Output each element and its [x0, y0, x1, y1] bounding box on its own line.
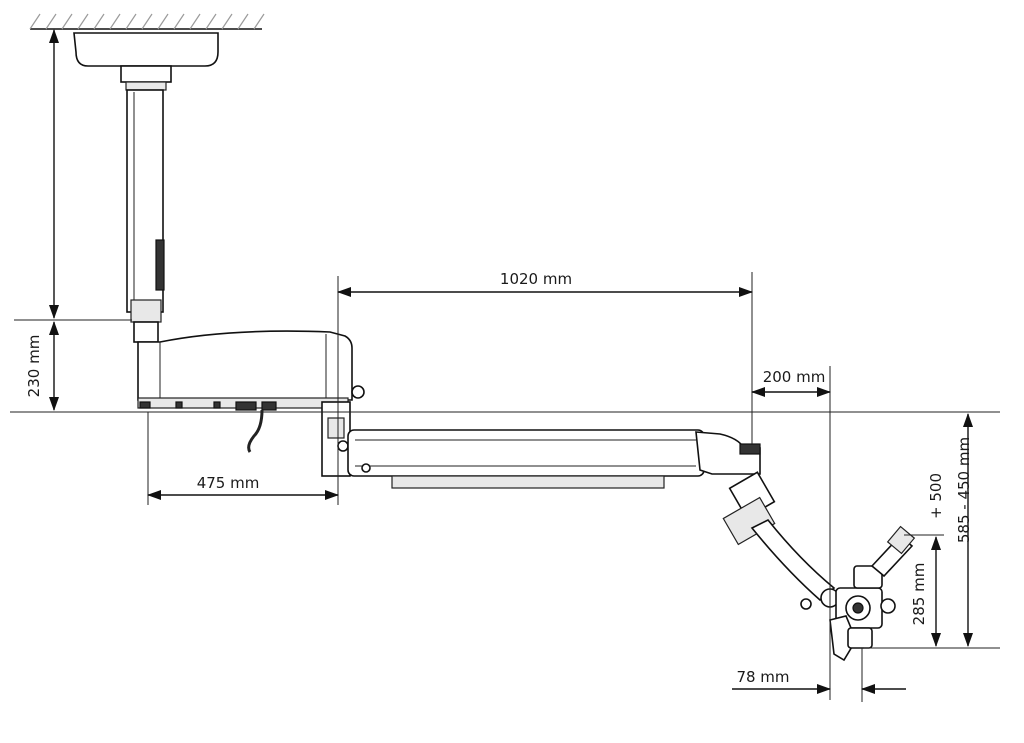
base-housing	[137, 330, 365, 411]
label-475mm: 475 mm	[197, 474, 260, 492]
label-285mm: 285 mm	[910, 563, 928, 626]
cable	[247, 409, 264, 453]
horizontal-arm	[347, 429, 761, 489]
microscope-head	[829, 525, 916, 662]
suspension-arm	[722, 471, 840, 610]
label-plus500: + 500	[927, 473, 945, 519]
ceiling-hatch	[29, 13, 265, 30]
label-200mm: 200 mm	[763, 368, 826, 386]
reference-lines	[10, 272, 1000, 702]
label-230mm: 230 mm	[25, 335, 43, 398]
ceiling-column	[126, 89, 165, 343]
dimension-arrows	[49, 29, 973, 694]
label-1020mm: 1020 mm	[500, 270, 572, 288]
ceiling-mount	[73, 32, 219, 91]
label-585-450mm: 585 - 450 mm	[955, 437, 973, 543]
label-78mm: 78 mm	[736, 668, 789, 686]
arm-joint	[321, 401, 351, 477]
